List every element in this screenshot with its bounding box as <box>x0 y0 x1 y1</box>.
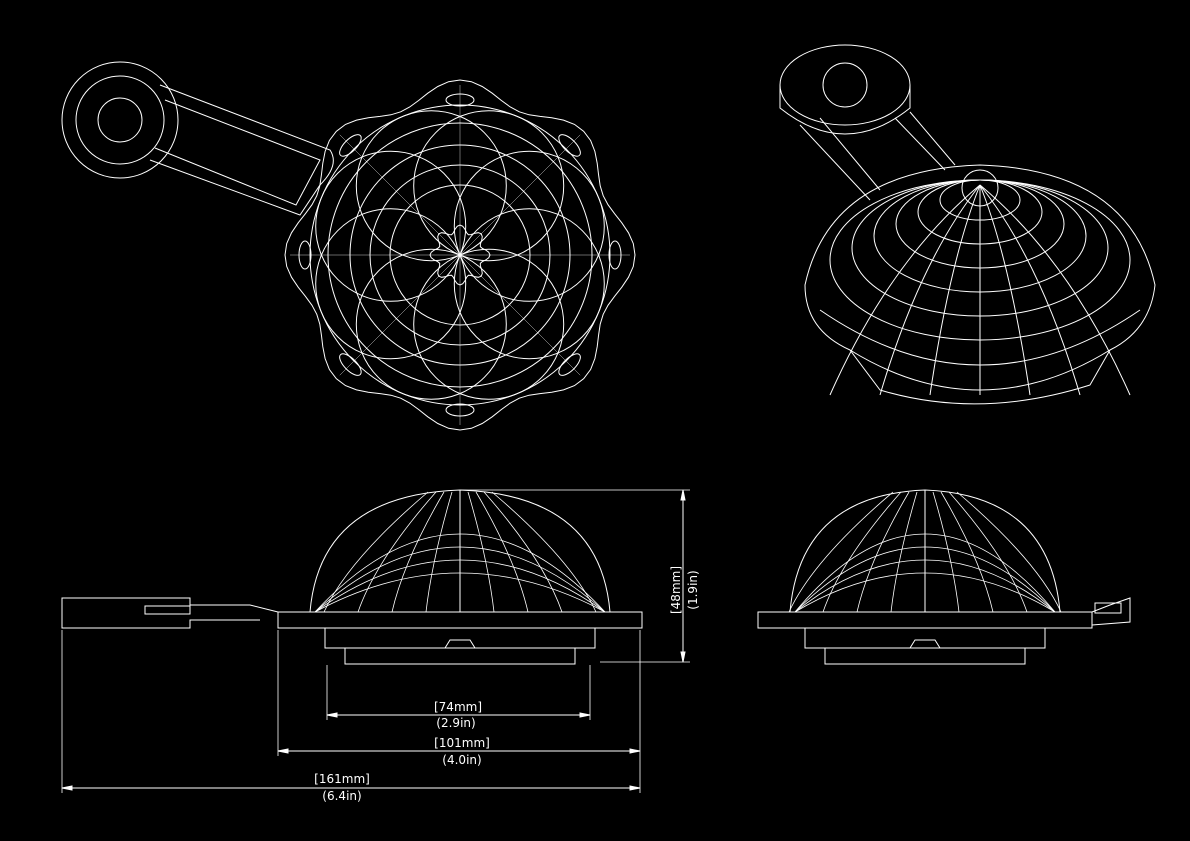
iso-rib <box>979 184 1131 396</box>
petal-arc <box>355 248 507 400</box>
dome-rib <box>391 491 445 613</box>
base-ring <box>324 627 596 649</box>
dome-rib <box>856 491 910 613</box>
dome-rib <box>948 491 1028 613</box>
outer-rim <box>284 79 636 431</box>
petal-arc <box>453 208 605 360</box>
arm-slot <box>1094 602 1122 614</box>
petal-arc <box>355 110 507 262</box>
petal-arc <box>413 110 565 262</box>
arrow-head <box>579 712 591 718</box>
knob-outer <box>61 61 179 179</box>
dim-2-9in: (2.9in) <box>436 716 476 730</box>
base-plate <box>757 611 1093 629</box>
dim-4-0in: (4.0in) <box>442 753 482 767</box>
foot-notch <box>444 639 476 649</box>
dim-161mm: 161mm <box>314 772 370 786</box>
dim-74mm: 74mm <box>434 700 482 714</box>
isometric-view <box>779 44 1156 405</box>
arrow-head <box>277 748 289 754</box>
knob-logo <box>97 97 143 143</box>
side-arm <box>1091 597 1131 626</box>
iso-arm <box>799 111 956 201</box>
arrow-head <box>629 785 641 791</box>
iso-center-logo <box>961 169 999 207</box>
iso-knob-logo <box>822 62 868 108</box>
petal-arc <box>453 150 605 302</box>
petal-arc <box>413 248 565 400</box>
foot <box>824 647 1026 665</box>
dimension-lines <box>61 489 690 793</box>
petal-arc <box>315 150 467 302</box>
dim-6-4in: (6.4in) <box>322 789 362 803</box>
arm-slot <box>144 605 191 615</box>
arm-inner <box>154 99 321 206</box>
arrow-head <box>61 785 73 791</box>
dome-rib <box>932 491 960 613</box>
dome-rib <box>357 491 437 613</box>
iso-knob-side <box>779 85 911 135</box>
knob-inner <box>75 75 165 165</box>
dome-rib <box>890 491 918 613</box>
dome-rib <box>323 491 429 613</box>
dome-rib <box>940 491 994 613</box>
arrow-head <box>680 651 686 663</box>
side-arm <box>61 597 279 629</box>
axis-line <box>459 254 581 376</box>
petal-arc <box>315 208 467 360</box>
arrow-head <box>629 748 641 754</box>
arrow-head <box>326 712 338 718</box>
iso-rib <box>879 184 981 396</box>
dim-1-9in: (1.9in) <box>686 570 700 610</box>
base-ring <box>804 627 1046 649</box>
iso-rib <box>979 184 1081 396</box>
iso-knob-top <box>779 44 911 126</box>
dome-rib <box>956 491 1062 613</box>
base-plate <box>277 611 643 629</box>
axis-line <box>339 254 461 376</box>
dome-rib <box>491 491 597 613</box>
dome-rib <box>475 491 529 613</box>
iso-rib <box>829 184 981 396</box>
top-view <box>61 61 636 431</box>
side-view <box>757 489 1131 665</box>
foot <box>344 647 576 665</box>
dim-48mm: 48mm <box>669 566 683 614</box>
iso-dome-outline <box>804 164 1156 405</box>
arrow-head <box>680 489 686 501</box>
dome-rib <box>822 491 902 613</box>
dome-rib <box>467 491 495 613</box>
axis-line <box>459 134 581 256</box>
dome-rib <box>483 491 563 613</box>
dome-rib <box>788 491 894 613</box>
center-logo-badge <box>429 224 491 286</box>
dim-101mm: 101mm <box>434 736 490 750</box>
front-view <box>61 489 643 665</box>
dome-rib <box>425 491 453 613</box>
axis-line <box>339 134 461 256</box>
foot-notch <box>909 639 941 649</box>
